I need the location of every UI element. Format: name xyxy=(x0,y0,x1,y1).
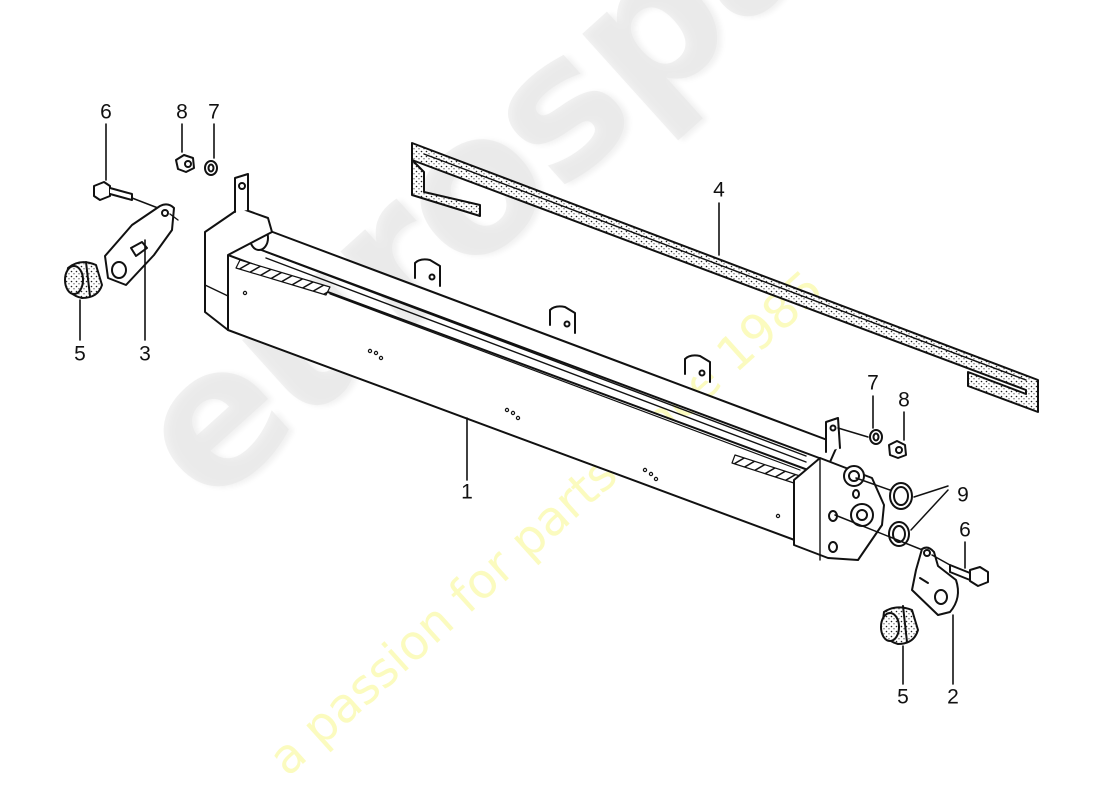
washer-right-part xyxy=(837,427,883,445)
callout-5-right[interactable]: 5 xyxy=(897,685,909,709)
callout-3[interactable]: 3 xyxy=(139,342,151,366)
bolt-left-part xyxy=(93,181,159,209)
leader-lines xyxy=(79,123,966,685)
callout-4[interactable]: 4 xyxy=(713,178,725,202)
bracket-right-part xyxy=(911,546,959,616)
nut-right-part xyxy=(888,440,907,459)
rubber-mount-left-part xyxy=(64,261,103,299)
nut-left-part xyxy=(175,154,195,173)
rubber-mount-right-part xyxy=(880,605,919,645)
callout-7-right[interactable]: 7 xyxy=(867,371,879,395)
callout-5-left[interactable]: 5 xyxy=(74,342,86,366)
cooler-body-part xyxy=(204,173,885,561)
bracket-left-part xyxy=(104,203,179,286)
o-ring-lower-part xyxy=(888,521,910,547)
callout-1[interactable]: 1 xyxy=(461,480,473,504)
callout-2[interactable]: 2 xyxy=(947,685,959,709)
o-ring-upper-part xyxy=(855,477,913,510)
foam-seal-strip-part xyxy=(411,142,1039,413)
callout-8-left[interactable]: 8 xyxy=(176,100,188,124)
callout-7-left[interactable]: 7 xyxy=(208,100,220,124)
bolt-right-part xyxy=(931,554,989,587)
callout-6-right[interactable]: 6 xyxy=(959,518,971,542)
callout-6-left[interactable]: 6 xyxy=(100,100,112,124)
washer-left-part xyxy=(204,160,218,176)
callout-8-right[interactable]: 8 xyxy=(898,388,910,412)
callout-9[interactable]: 9 xyxy=(957,483,969,507)
